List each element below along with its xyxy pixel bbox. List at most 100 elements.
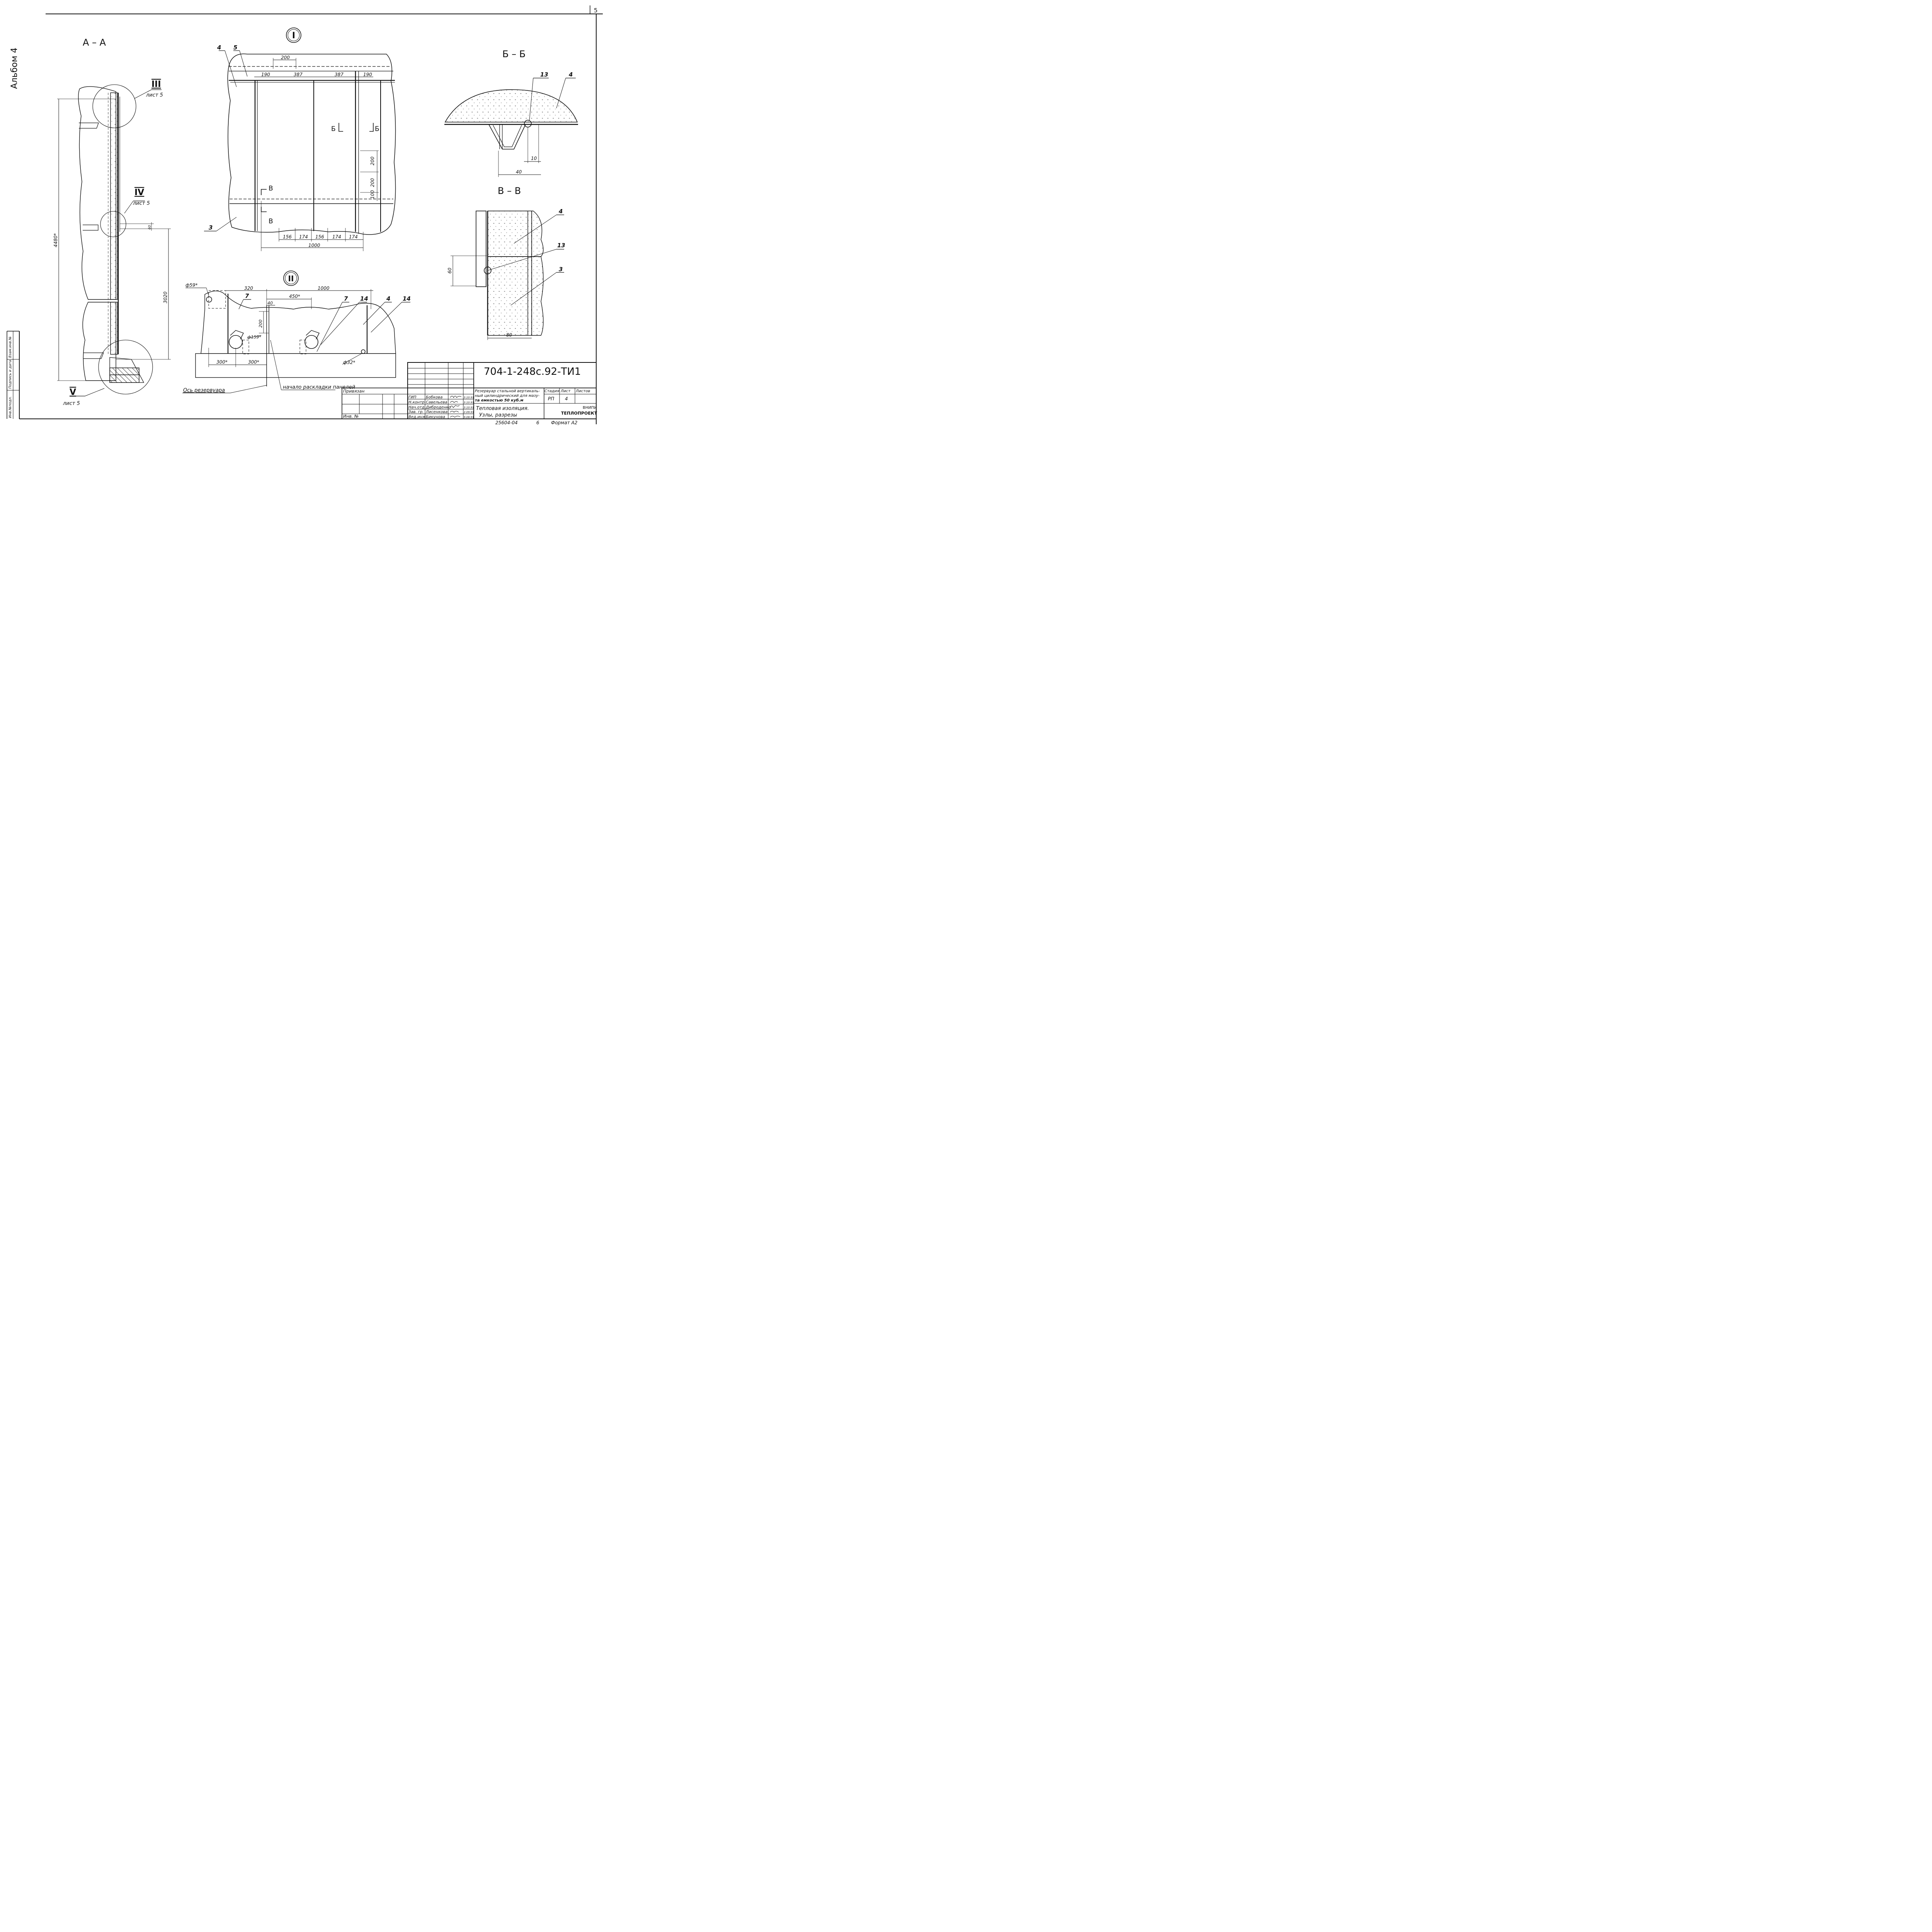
dim-4480: 4480* bbox=[53, 233, 58, 247]
page-number: 5 bbox=[594, 7, 598, 14]
sheet-header: Лист bbox=[560, 389, 571, 393]
node-1-label-4: 4 bbox=[217, 44, 221, 51]
section-vv-label-13: 13 bbox=[557, 242, 565, 249]
sheet-no-value: 4 bbox=[565, 396, 568, 401]
start-label: начало раскладки панелей bbox=[283, 384, 355, 390]
node-1-dim-right-200b: 200 bbox=[370, 178, 375, 187]
node-2-label-7a: 7 bbox=[245, 293, 249, 299]
callout-v-ref: лист 5 bbox=[63, 401, 80, 406]
section-aa-title: А – А bbox=[83, 37, 106, 48]
node-1-label-3: 3 bbox=[209, 224, 213, 231]
person-date-2: 3.10.91 bbox=[464, 401, 474, 404]
node-1-dim-top-190a: 190 bbox=[261, 72, 270, 77]
section-vv-insulation-lower bbox=[487, 256, 544, 336]
section-aa: А – А III лист 5 IV лист 5 V bbox=[53, 37, 171, 406]
section-vv: В – В 4 13 3 60 80 bbox=[447, 185, 565, 340]
section-vv-fastener bbox=[484, 267, 492, 274]
node-2-title: II bbox=[288, 274, 294, 283]
node-1: I 4 5 3 Б Б В В 20 bbox=[204, 27, 396, 251]
side-label-replace: Взам.инв.№ bbox=[9, 337, 12, 358]
section-vv-insulation-upper bbox=[487, 211, 544, 257]
callout-circle-iv bbox=[100, 211, 126, 237]
side-label-inv: Инв.№подл. bbox=[9, 396, 12, 418]
person-role-3: Нач.отд. bbox=[408, 405, 426, 410]
insulation-strip-upper bbox=[110, 92, 118, 300]
node-2-pipe-159-a bbox=[229, 335, 243, 349]
section-bb-dim-40: 40 bbox=[516, 169, 522, 175]
sheet-title-line-2: Узлы, разрезы bbox=[479, 412, 517, 418]
section-bb-fastener bbox=[524, 120, 532, 128]
node-1-dim-bottom-156a: 156 bbox=[283, 234, 292, 240]
section-bb-label-4: 4 bbox=[568, 71, 573, 78]
node-1-dim-right-200a: 200 bbox=[370, 156, 375, 165]
section-vv-label-3: 3 bbox=[559, 266, 563, 273]
node-1-title: I bbox=[292, 31, 295, 41]
section-mark-b-right: Б bbox=[375, 125, 379, 133]
dim-60: 60 bbox=[148, 225, 152, 230]
person-date-4: 2.09.91 bbox=[464, 411, 474, 414]
drawing-sheet: " ' 5 Альбом 4 Инв.№подл. Подпись и дата… bbox=[7, 5, 603, 425]
title-block: 704-1-248с.92-ТИ1 Привязан Инв. № ГИП Бо… bbox=[342, 362, 597, 425]
callout-circle-v bbox=[98, 340, 153, 395]
node-2-pipe-59 bbox=[206, 296, 212, 303]
section-mark-b-left: Б bbox=[331, 125, 336, 133]
format-label: Формат А2 bbox=[551, 420, 577, 425]
org-line-2: ТЕПЛОПРОЕКТ bbox=[561, 411, 597, 416]
node-2-panel-outline bbox=[201, 291, 396, 354]
section-vv-dim-60: 60 bbox=[447, 267, 452, 274]
node-2-dim-1000: 1000 bbox=[318, 286, 330, 291]
node-2-pipe-32 bbox=[361, 349, 366, 354]
node-2-title-circle bbox=[283, 270, 299, 286]
node-2-dim-450: 450* bbox=[289, 294, 300, 299]
node-1-dim-total: 1000 bbox=[308, 243, 320, 248]
node-2-dim-300b: 300* bbox=[248, 359, 259, 365]
person-name-3: Диброденко bbox=[425, 405, 451, 410]
node-1-dim-right-100: 100 bbox=[370, 190, 375, 199]
person-name-4: Лисенкова bbox=[425, 410, 447, 414]
node-1-panel-outline bbox=[227, 53, 396, 235]
node-2-base-plate bbox=[195, 353, 396, 378]
inv-label: Инв. № bbox=[343, 414, 359, 419]
node-2-label-14b: 14 bbox=[403, 295, 411, 302]
footer-code: 25604-04 bbox=[495, 420, 518, 425]
node-2-dim-320: 320 bbox=[244, 286, 253, 291]
section-mark-v-top: В bbox=[269, 185, 273, 192]
person-date-3: 3.10.91 bbox=[464, 406, 474, 409]
section-vv-dim-80: 80 bbox=[506, 332, 512, 338]
node-1-dim-bottom-156b: 156 bbox=[315, 234, 324, 240]
section-vv-wall bbox=[476, 211, 486, 287]
foundation-block bbox=[109, 357, 145, 383]
section-vv-title: В – В bbox=[498, 185, 521, 196]
person-role-4: Зав. гр. bbox=[408, 410, 424, 414]
node-1-dim-bottom-174c: 174 bbox=[349, 234, 358, 240]
person-name-1: Бобкова bbox=[426, 395, 442, 400]
node-2-dim-200: 200 bbox=[258, 320, 263, 328]
node-1-dim-top-387b: 387 bbox=[335, 72, 344, 77]
section-vv-label-4: 4 bbox=[558, 208, 563, 215]
stage-value: РП bbox=[548, 396, 554, 401]
person-role-2: Н.контр bbox=[408, 400, 425, 405]
sheets-header: Листов bbox=[575, 389, 590, 393]
section-bb: Б – Б 13 4 10 40 bbox=[444, 49, 578, 177]
node-1-dim-top-190b: 190 bbox=[363, 72, 372, 77]
side-label-sign: Подпись и дата bbox=[9, 360, 12, 389]
stage-header: Стадия bbox=[544, 389, 559, 393]
person-name-2: Савельева bbox=[426, 400, 447, 405]
node-2-label-14a: 14 bbox=[360, 295, 368, 302]
node-2-dim-300a: 300* bbox=[216, 359, 228, 365]
node-1-dim-bottom-174b: 174 bbox=[332, 234, 341, 240]
section-aa-lower-outline bbox=[82, 302, 116, 381]
node-2-dim-59: ф59* bbox=[185, 282, 198, 288]
person-date-5: 9.08.91 bbox=[464, 416, 474, 419]
node-2-dim-40: 40 bbox=[267, 301, 273, 306]
callout-circle-iii bbox=[92, 84, 136, 128]
node-2-label-7b: 7 bbox=[344, 295, 348, 302]
section-mark-v-bottom: В bbox=[269, 218, 273, 225]
album-label: Альбом 4 bbox=[10, 48, 19, 89]
node-1-label-5: 5 bbox=[233, 44, 237, 51]
bound-label: Привязан bbox=[343, 389, 364, 394]
person-name-5: Бикунова bbox=[426, 415, 445, 419]
callout-v-numeral: V bbox=[70, 388, 76, 397]
object-line-1: Резервуар стальной вертикаль- bbox=[475, 389, 540, 393]
node-1-dim-top-200: 200 bbox=[281, 55, 290, 60]
